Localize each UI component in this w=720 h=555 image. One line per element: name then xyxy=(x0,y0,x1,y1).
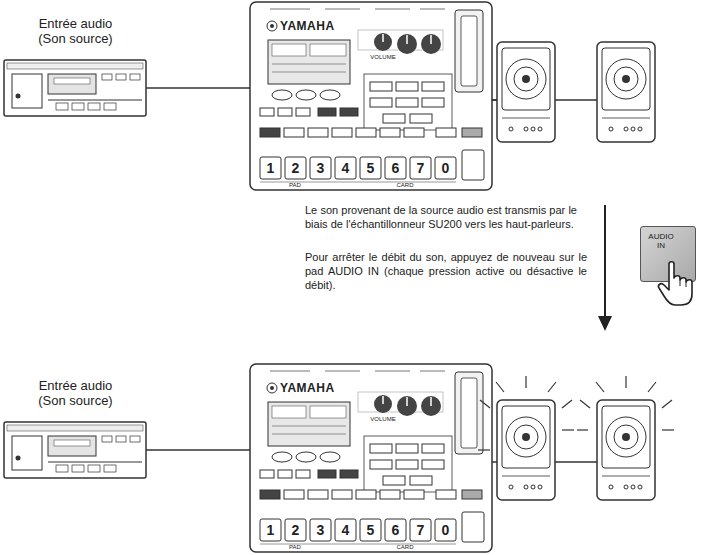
section-label: CARD xyxy=(390,182,420,189)
pad-number: 4 xyxy=(335,159,356,177)
audio-in-pad: AUDIO IN xyxy=(640,226,696,282)
audio-cable xyxy=(146,88,250,89)
pad-number: 3 xyxy=(310,159,331,177)
section-label: PAD xyxy=(280,544,310,551)
pad-number: 5 xyxy=(360,521,381,539)
pad-label: AUDIO IN xyxy=(646,232,676,250)
pad-number: 1 xyxy=(260,159,281,177)
explanation-text: Pour arrêter le débit du son, appuyez de… xyxy=(305,250,587,292)
section-label: CARD xyxy=(390,544,420,551)
pad-number: 0 xyxy=(435,159,456,177)
section-label: PAD xyxy=(280,182,310,189)
cable-line xyxy=(146,87,250,89)
cable-line xyxy=(146,449,250,451)
brand-logo: YAMAHA xyxy=(280,381,335,395)
pad-number: 6 xyxy=(385,521,406,539)
knob-label: VOLUME xyxy=(366,416,400,423)
input-label: Entrée audio (Son source) xyxy=(28,378,123,408)
pad-number: 6 xyxy=(385,159,406,177)
cd-player: Entrée audio (Son source) xyxy=(4,422,146,478)
pointing-hand xyxy=(655,258,705,308)
pad-number: 4 xyxy=(335,521,356,539)
pad-number: 5 xyxy=(360,159,381,177)
explanation-text: Le son provenant de la source audio est … xyxy=(305,203,577,231)
input-label: Entrée audio (Son source) xyxy=(28,16,123,46)
pad-number: 1 xyxy=(260,521,281,539)
brand-logo: YAMAHA xyxy=(280,19,335,33)
pad-number: 0 xyxy=(435,521,456,539)
pad-number: 3 xyxy=(310,521,331,539)
knob-label: VOLUME xyxy=(366,54,400,61)
cd-player: Entrée audio (Son source) xyxy=(4,60,146,116)
audio-cable xyxy=(146,450,250,451)
pad-number: 7 xyxy=(410,159,431,177)
pad-number: 2 xyxy=(285,159,306,177)
pad-number: 2 xyxy=(285,521,306,539)
pad-number: 7 xyxy=(410,521,431,539)
